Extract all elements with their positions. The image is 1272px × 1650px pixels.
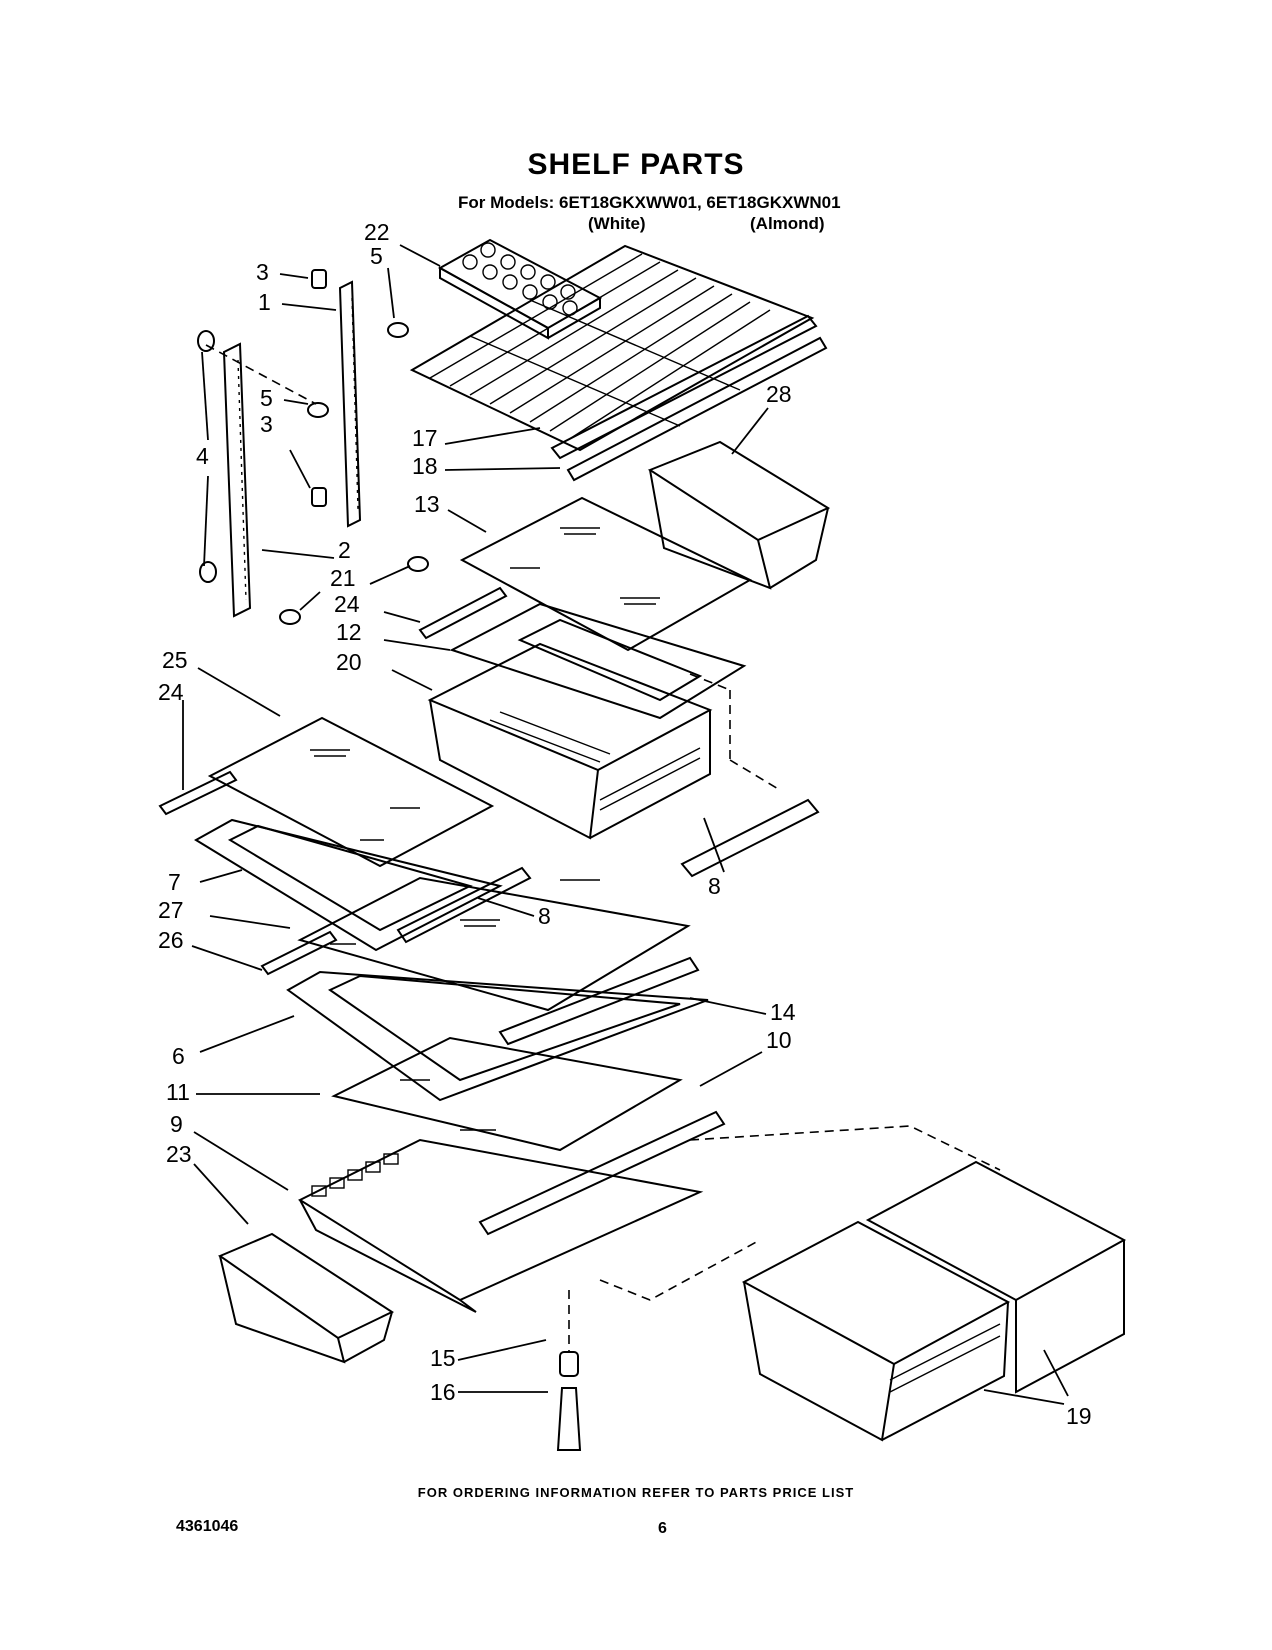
callout-26: 26 (158, 927, 184, 953)
glass-shelf-11 (331, 1036, 683, 1152)
shelf-bar-24-lower (158, 770, 238, 816)
leader-lines (182, 244, 1069, 1405)
crisper-drawer-20 (427, 642, 713, 840)
glass-shelf-13 (459, 496, 753, 652)
callout-9: 9 (170, 1111, 183, 1137)
ordering-note: FOR ORDERING INFORMATION REFER TO PARTS … (417, 1485, 855, 1500)
screws (279, 322, 429, 625)
egg-tray (437, 238, 603, 340)
door-bin-28 (647, 440, 831, 590)
variant-almond: (Almond) (750, 214, 825, 233)
callout-8: 8 (538, 903, 551, 929)
callout-27: 27 (158, 897, 184, 923)
shelf-ladder-right (338, 280, 362, 528)
callout-8: 8 (708, 873, 721, 899)
shelf-frame-12 (449, 602, 747, 720)
diagram-title: SHELF PARTS (527, 148, 745, 181)
door-bin-23 (217, 1232, 395, 1364)
page-number: 6 (658, 1520, 667, 1537)
callout-12: 12 (336, 619, 362, 645)
callout-24: 24 (334, 591, 360, 617)
shelf-bar-26 (260, 930, 338, 976)
callout-25: 25 (162, 647, 188, 673)
callout-16: 16 (430, 1379, 456, 1405)
callout-10: 10 (766, 1027, 792, 1053)
glass-shelf-27 (297, 876, 691, 1012)
shelf-ladder-left (222, 342, 252, 618)
callout-23: 23 (166, 1141, 192, 1167)
callout-24: 24 (158, 679, 184, 705)
callout-1: 1 (258, 289, 271, 315)
callout-3: 3 (260, 411, 273, 437)
shelf-bar-14 (498, 956, 700, 1046)
crisper-pans-19 (741, 1160, 1127, 1442)
callout-3: 3 (256, 259, 269, 285)
variant-white: (White) (588, 214, 646, 233)
callout-7: 7 (168, 869, 181, 895)
callout-20: 20 (336, 649, 362, 675)
callout-6: 6 (172, 1043, 185, 1069)
callout-labels: 22 5 3 1 5 3 4 2 21 17 18 28 13 24 12 20… (158, 219, 1092, 1429)
glass-shelf-25 (207, 716, 495, 868)
callout-5: 5 (260, 385, 273, 411)
callout-19: 19 (1066, 1403, 1092, 1429)
wire-shelf (409, 244, 828, 482)
callout-13: 13 (414, 491, 440, 517)
models-line: For Models: 6ET18GKXWW01, 6ET18GKXWN01 (458, 193, 841, 212)
callout-14: 14 (770, 999, 796, 1025)
callout-11: 11 (166, 1079, 190, 1105)
callout-28: 28 (766, 381, 792, 407)
callout-18: 18 (412, 453, 438, 479)
shelf-frame-6 (286, 970, 709, 1102)
document-number: 4361046 (176, 1518, 239, 1535)
callout-17: 17 (412, 425, 438, 451)
callout-4: 4 (196, 443, 209, 469)
shelf-bar-10 (478, 1110, 726, 1236)
shelf-bar-24-upper (418, 586, 508, 640)
callout-15: 15 (430, 1345, 456, 1371)
callout-22: 22 (364, 219, 390, 245)
callout-5: 5 (370, 243, 383, 269)
shelf-bar-8-center (396, 866, 532, 944)
callout-2: 2 (338, 537, 351, 563)
crisper-cover-9 (297, 1138, 704, 1313)
callout-21: 21 (330, 565, 356, 591)
shelf-bar-8-right (680, 798, 820, 878)
bracket-15-16 (556, 1290, 582, 1451)
ladder-caps (197, 269, 327, 583)
